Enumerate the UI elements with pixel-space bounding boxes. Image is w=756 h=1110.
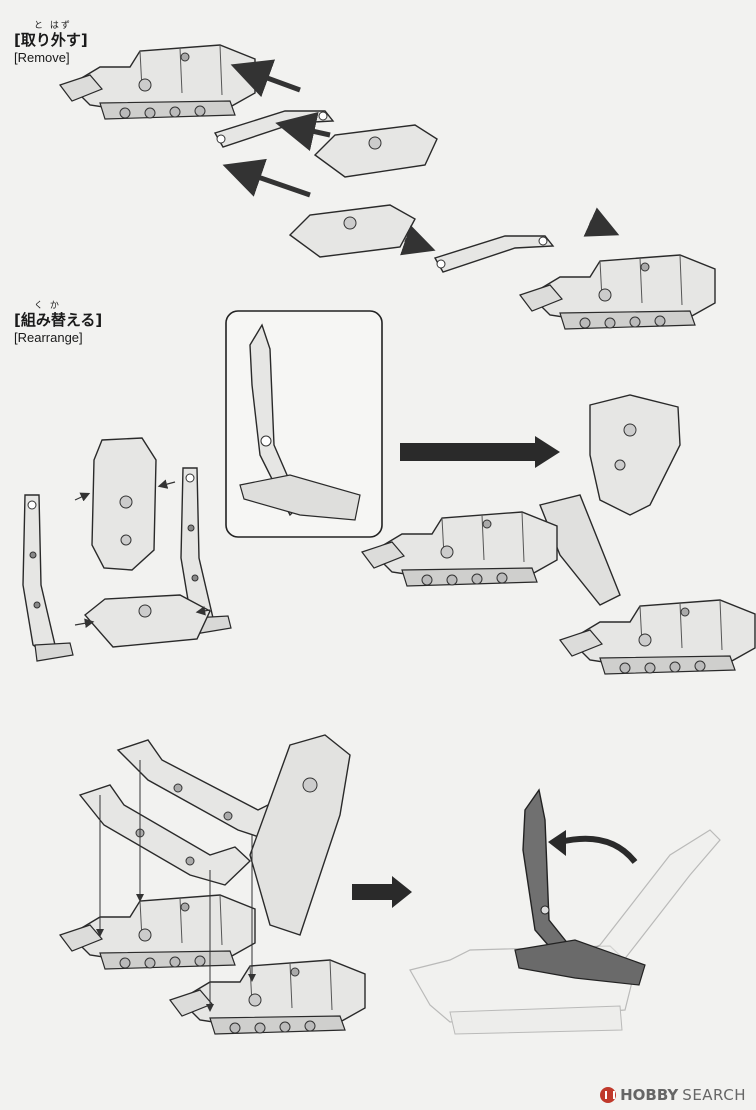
section-heading-remove: と はず [取り外す] [Remove]	[14, 21, 88, 65]
torso-bottom	[83, 594, 211, 648]
rotated-arm	[514, 788, 646, 986]
upper-frame	[589, 394, 681, 516]
rotate-arrow-icon	[559, 835, 638, 864]
right-arrow-icon	[352, 876, 412, 908]
core-block	[91, 437, 157, 571]
heading-ruby: と はず	[34, 21, 72, 31]
section-heading-rearrange: く か [組み替える] [Rearrange]	[14, 301, 103, 345]
heading-ruby: く か	[34, 301, 61, 311]
final-assembly-diagram	[59, 734, 721, 1035]
hobby-search-watermark: HOBBY SEARCH	[600, 1086, 746, 1104]
watermark-brand: HOBBY	[620, 1086, 679, 1104]
heading-en: [Remove]	[14, 50, 70, 65]
rearrange-diagram	[22, 310, 756, 675]
upper-body	[249, 734, 351, 936]
heading-en: [Rearrange]	[14, 330, 83, 345]
remove-diagram	[59, 44, 716, 330]
heading-jp: [組み替える]	[14, 311, 103, 329]
torso-part-lower	[288, 204, 416, 258]
hobby-search-logo-icon	[600, 1087, 617, 1103]
brace-bottom	[78, 784, 252, 886]
ghost-arm	[578, 829, 721, 966]
torso-part	[313, 124, 438, 178]
heading-jp: [取り外す]	[14, 31, 88, 49]
right-arrow-icon	[400, 436, 560, 468]
watermark-suffix: SEARCH	[682, 1086, 746, 1104]
